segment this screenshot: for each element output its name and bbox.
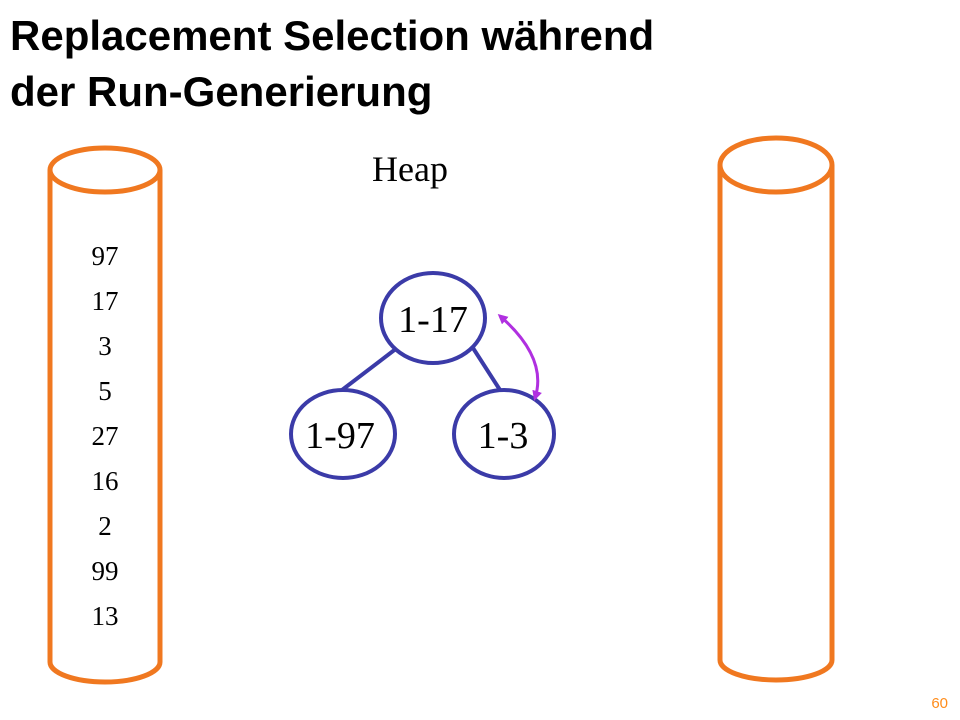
input-value: 16 (91, 466, 119, 496)
heap-node-right: 1-3 (452, 388, 556, 480)
output-cylinder (717, 135, 835, 683)
input-value: 3 (98, 331, 112, 361)
title-line-1: Replacement Selection während (10, 12, 655, 59)
heap-node-root: 1-17 (379, 271, 487, 365)
input-value: 27 (91, 421, 119, 451)
title-line-2: der Run-Generierung (10, 68, 433, 115)
input-value: 99 (91, 556, 119, 586)
input-value: 97 (91, 241, 119, 271)
slide-title: Replacement Selection während der Run-Ge… (10, 8, 950, 120)
heap-node-left-label: 1-97 (305, 415, 375, 457)
heap-node-left: 1-97 (289, 388, 397, 480)
edge-root-right (471, 346, 502, 392)
page-number: 60 (931, 695, 948, 712)
input-value: 5 (98, 376, 112, 406)
input-value: 2 (98, 511, 112, 541)
input-value-list: 97 17 3 5 27 16 2 99 13 (50, 234, 160, 639)
heap-label: Heap (372, 149, 448, 189)
heap-node-root-label: 1-17 (398, 299, 468, 341)
input-cylinder (47, 145, 163, 685)
edge-root-left (340, 346, 399, 392)
input-value: 17 (91, 286, 119, 316)
input-value: 13 (91, 601, 119, 631)
double-arrow-icon (497, 314, 542, 401)
heap-node-right-label: 1-3 (478, 415, 529, 457)
